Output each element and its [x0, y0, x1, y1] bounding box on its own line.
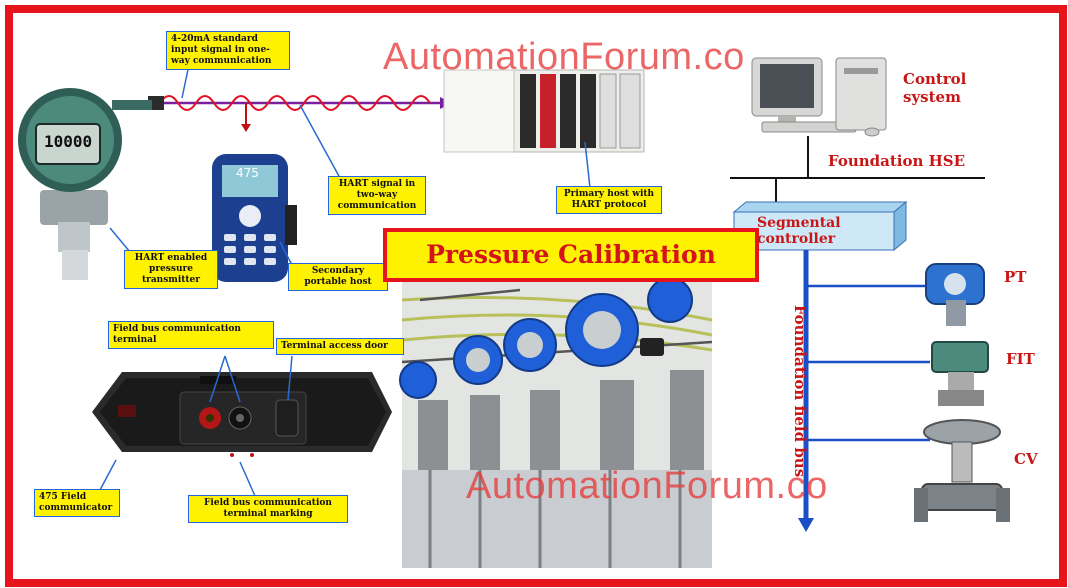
- transmitter-display: 10000: [44, 132, 93, 151]
- label-secondary-host: Secondary portable host: [288, 263, 388, 291]
- segmental-controller-box: [732, 200, 908, 252]
- control-system-label: Control system: [903, 70, 967, 106]
- fit-label: FIT: [1006, 350, 1035, 368]
- label-input-signal: 4-20mA standard input signal in one-way …: [166, 31, 290, 70]
- label-terminal-marking: Field bus communication terminal marking: [188, 495, 348, 523]
- label-hart-signal: HART signal in two-way communication: [328, 176, 426, 215]
- segmental-controller-label: Segmental controller: [757, 215, 841, 247]
- communicator-screen-text: 475: [236, 166, 259, 180]
- pt-device-image: [925, 263, 985, 326]
- hse-network: [730, 136, 985, 204]
- label-fieldbus-terminal: Field bus communication terminal: [108, 321, 274, 349]
- label-hart-transmitter: HART enabled pressure transmitter: [124, 250, 218, 289]
- label-field-communicator: 475 Field communicator: [34, 489, 120, 517]
- foundation-hse-label: Foundation HSE: [828, 152, 966, 170]
- plc-primary-host-image: [443, 69, 645, 153]
- diagram-title: Pressure Calibration: [383, 228, 759, 282]
- label-access-door: Terminal access door: [276, 338, 404, 355]
- foundation-field-bus-line: [798, 250, 930, 532]
- foundation-field-bus-label: Foundation field bus: [791, 304, 809, 478]
- field-communicator-device-image: [92, 372, 392, 452]
- label-primary-host: Primary host with HART protocol: [556, 186, 662, 214]
- fit-device-image: [931, 341, 989, 406]
- cv-label: CV: [1014, 450, 1038, 468]
- control-system-computer-image: [751, 57, 887, 137]
- pt-label: PT: [1004, 268, 1027, 286]
- pressure-transmitter-image: [18, 88, 164, 280]
- cv-device-image: [914, 419, 1010, 522]
- watermark-top: AutomationForum.co: [383, 36, 745, 78]
- hart-wave: [159, 95, 431, 111]
- watermark-bottom: AutomationForum.co: [466, 465, 828, 507]
- handheld-communicator-image: [212, 154, 297, 282]
- pressure-calibration-photo: [399, 277, 713, 568]
